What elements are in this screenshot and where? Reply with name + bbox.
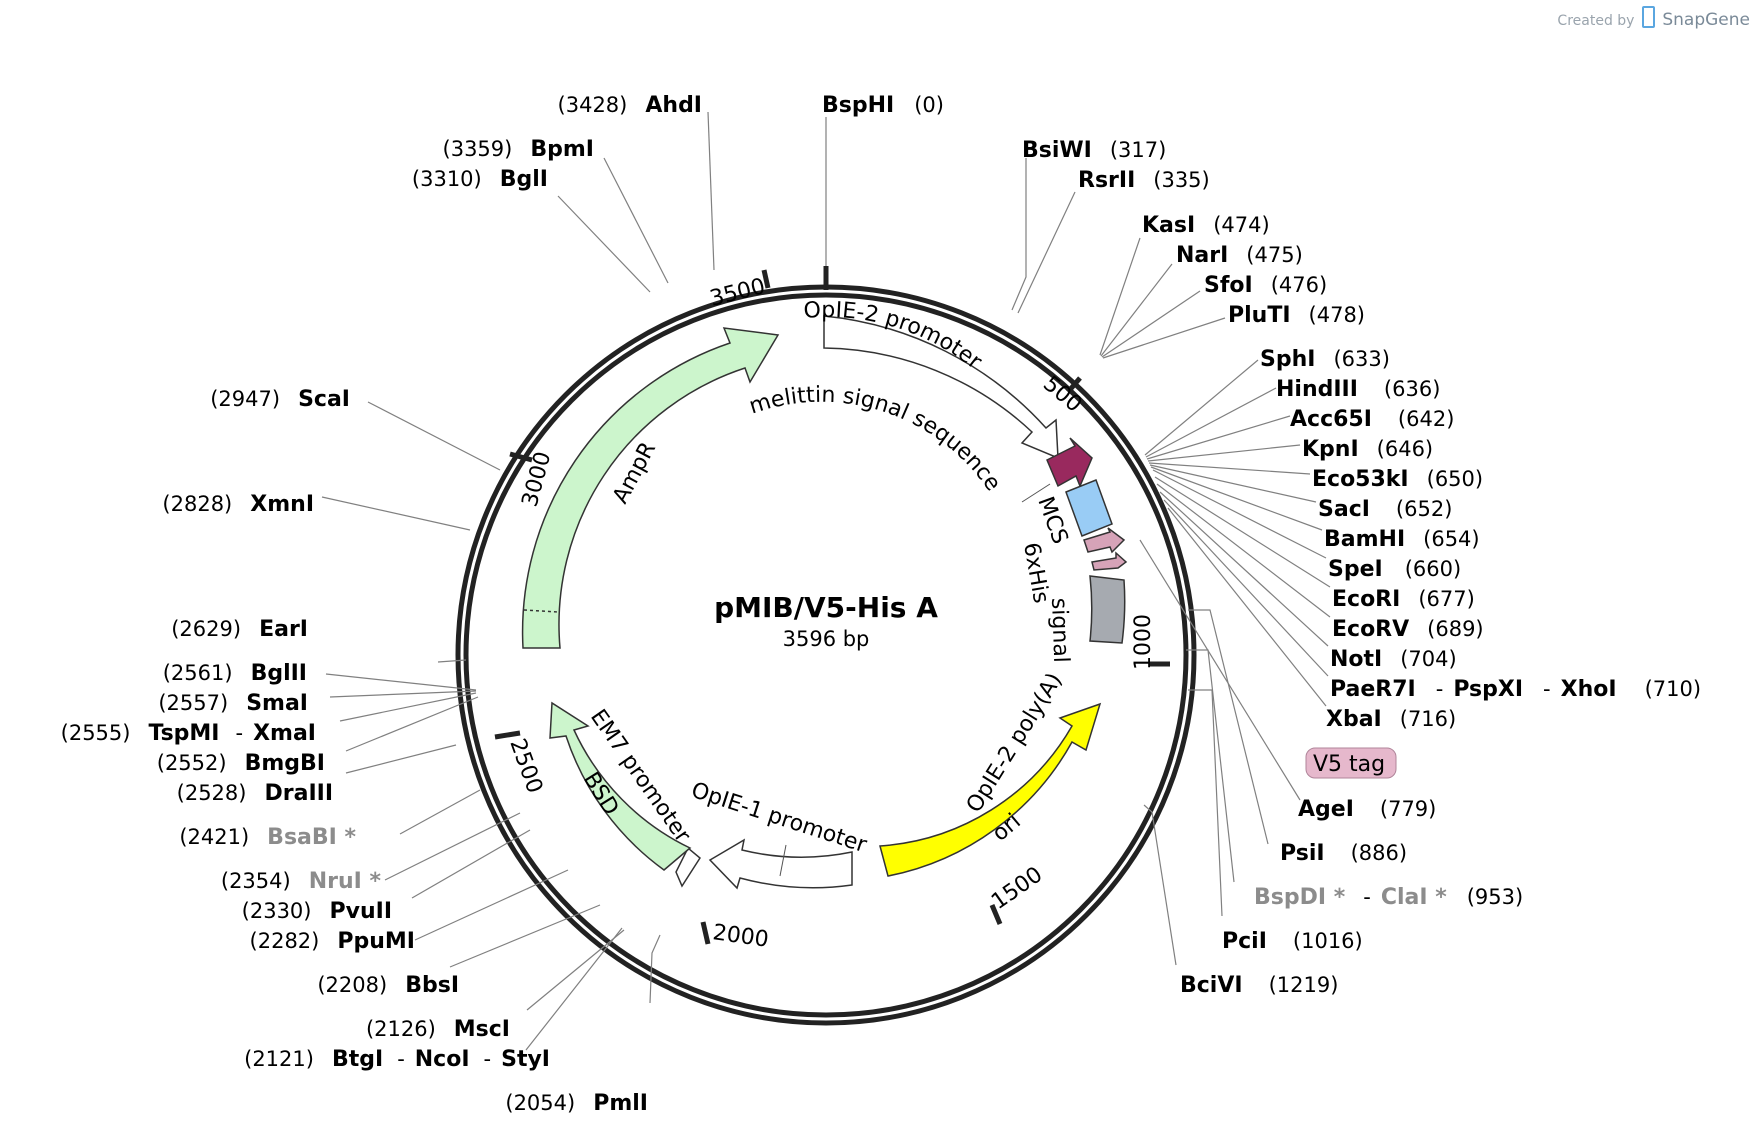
site-bglii: (2561)BglII (163, 661, 307, 686)
tick-mark-2000 (700, 921, 711, 945)
site-bsiwi: BsiWI(317) (1022, 138, 1166, 163)
tick-label-2000: 2000 (711, 920, 770, 953)
credit-prefix: Created by (1557, 13, 1635, 29)
melittin-label: melittin signal sequence (746, 383, 1005, 496)
site-ecori: EcoRI(677) (1332, 587, 1475, 612)
mcs-label: MCS (1032, 494, 1072, 548)
site-hindiii: HindIII(636) (1276, 377, 1440, 402)
ori-feature (879, 702, 1102, 877)
v5-tag-label: V5 tag (1313, 752, 1385, 777)
site-nari: NarI(475) (1176, 243, 1303, 268)
site-pvuii: (2330)PvuII (242, 899, 392, 924)
site-bmgbi: (2552)BmgBI (157, 751, 325, 776)
tick-label-1000: 1000 (1131, 614, 1156, 670)
site-eco53ki: Eco53kI(650) (1312, 467, 1483, 492)
plasmid-name: pMIB/V5-His A (714, 591, 938, 624)
v5-feature (1083, 527, 1126, 554)
site-eari: (2629)EarI (171, 617, 308, 642)
v5-tag-box (1305, 747, 1397, 779)
tick-mark-500 (1066, 376, 1082, 394)
signal-feature (1089, 575, 1126, 644)
site-smai: (2557)SmaI (158, 691, 308, 716)
site-saci: SacI(652) (1318, 497, 1452, 522)
site-msci: (2126)MscI (366, 1017, 510, 1042)
site-bsphi: BspHI(0) (822, 93, 944, 118)
tick-label-1500: 1500 (987, 862, 1047, 915)
tick-mark-1500 (989, 904, 1003, 925)
site-labels-right: BspHI(0) BsiWI(317) RsrII(335) KasI(474)… (822, 93, 1701, 998)
melittin-signal-feature (1046, 437, 1093, 488)
site-bbsi: (2208)BbsI (317, 973, 459, 998)
site-bcivi: BciVI(1219) (1180, 973, 1338, 998)
bsd-feature (549, 701, 692, 871)
ampr-feature (521, 327, 780, 649)
tick-mark-3000 (509, 451, 533, 463)
site-ecorv: EcoRV(689) (1332, 617, 1484, 642)
site-nrui: (2354)NruI * (221, 869, 382, 894)
signal-label: signal (1046, 597, 1073, 663)
site-bsabi: (2421)BsaBI * (179, 825, 356, 850)
site-kasi: KasI(474) (1142, 213, 1270, 238)
snapgene-credit: Created by SnapGene (1557, 6, 1750, 30)
site-sphi: SphI(633) (1260, 347, 1390, 372)
position-ticks: 500 1000 1500 2000 2500 3000 3500 (494, 266, 1170, 953)
site-pcii: PciI(1016) (1222, 929, 1363, 954)
site-draiii: (2528)DraIII (177, 781, 333, 806)
site-pmli: (2054)PmlI (505, 1091, 648, 1116)
melittin-leader (1021, 483, 1051, 503)
site-labels-left: (2054)PmlI (2121)BtgI-NcoI-StyI (2126)Ms… (61, 93, 702, 1116)
site-psii: PsiI(886) (1280, 841, 1407, 866)
site-bamhi: BamHI(654) (1324, 527, 1480, 552)
tick-mark-3500 (761, 269, 771, 289)
credit-brand: SnapGene (1662, 10, 1750, 30)
melittin-text: melittin signal sequence (746, 383, 1005, 496)
site-sfoi: SfoI(476) (1204, 273, 1327, 298)
site-leaders (321, 111, 1331, 1051)
em7-promoter-feature (675, 846, 701, 888)
opie1-promoter-feature (708, 838, 853, 890)
site-rsrii: RsrII(335) (1078, 168, 1210, 193)
plasmid-length: 3596 bp (783, 627, 870, 651)
site-bpmi: (3359)BpmI (443, 137, 594, 162)
site-kpni: KpnI(646) (1302, 437, 1433, 462)
site-spei: SpeI(660) (1328, 557, 1461, 582)
site-ppumi: (2282)PpuMI (250, 929, 415, 954)
site-paer7i-pspxi-xhoi: PaeR7I-PspXI-XhoI(710) (1330, 677, 1701, 702)
site-bspdi-clai: BspDI *-ClaI *(953) (1254, 885, 1523, 910)
plasmid-title: pMIB/V5-His A 3596 bp (714, 591, 938, 651)
site-ahdi: (3428)AhdI (558, 93, 702, 118)
site-acc65i: Acc65I(642) (1290, 407, 1454, 432)
site-pluti: PluTI(478) (1228, 303, 1365, 328)
opie1-leader (779, 844, 787, 877)
site-agei: AgeI(779) (1298, 797, 1436, 822)
snapgene-logo-icon (1641, 6, 1655, 28)
tick-mark-2500 (494, 730, 521, 740)
his-feature (1091, 551, 1128, 571)
his-label: 6xHis (1018, 541, 1053, 606)
site-xbai: XbaI(716) (1326, 707, 1456, 732)
mcs-feature (1065, 479, 1113, 537)
backbone-inner-ring (463, 292, 1189, 1018)
features: AmpR OpIE-2 promoter melittin signal seq… (521, 298, 1397, 890)
site-tspmi-xmai: (2555)TspMI-XmaI (61, 721, 316, 746)
tick-label-2500: 2500 (504, 736, 547, 797)
site-xmni: (2828)XmnI (162, 492, 314, 517)
opie1-promoter-label: OpIE-1 promoter (688, 778, 870, 859)
site-btgi-ncoi-styi: (2121)BtgI-NcoI-StyI (244, 1047, 550, 1072)
site-scai: (2947)ScaI (210, 387, 350, 412)
site-noti: NotI(704) (1330, 647, 1457, 672)
site-bgli: (3310)BglI (412, 167, 548, 192)
